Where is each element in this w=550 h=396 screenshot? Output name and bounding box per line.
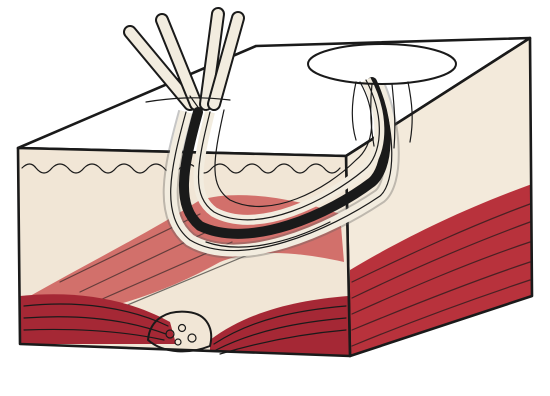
tube-bundle: [130, 14, 392, 251]
